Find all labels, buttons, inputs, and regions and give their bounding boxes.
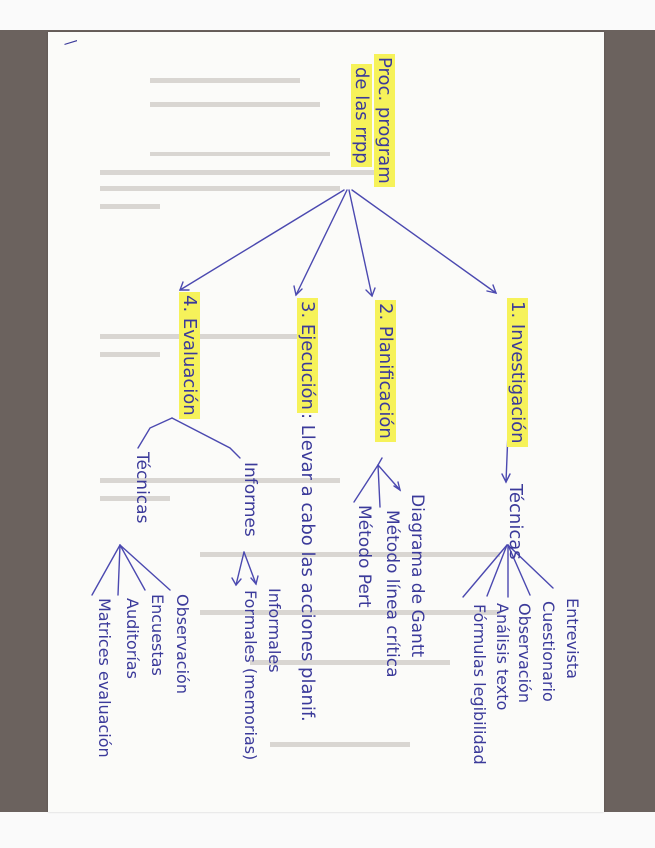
item-matrices-evaluacion: Matrices evaluación (95, 598, 114, 758)
edge-root-evaluacion (179, 189, 345, 291)
item-entrevista: Entrevista (563, 598, 582, 679)
arrowhead-gantt (393, 481, 402, 492)
edge-tec-cuestionario (507, 544, 531, 596)
edge-tec-analisis (486, 544, 508, 597)
arrowhead-investigacion (486, 284, 498, 294)
edge-evtec-encuestas (119, 544, 146, 591)
arrowhead-informales (250, 575, 259, 586)
edge-plan-pert (353, 464, 379, 503)
item-metodo-linea-critica: Método línea crítica (382, 510, 402, 678)
root-node-line-1: Proc. program (374, 54, 395, 187)
edge-informes-formales (235, 551, 245, 586)
edge-tec-formulas (462, 544, 508, 598)
edge-root-investigacion (351, 189, 497, 294)
arrowhead-evaluacion (178, 281, 190, 291)
arrowhead-ejecucion (293, 285, 303, 297)
branch-planificacion: 2. Planificación (375, 300, 396, 442)
item-informales: Informales (265, 588, 284, 673)
ejecucion-description: : Llevar a cabo las acciones planif. (297, 412, 318, 722)
edge-eval-tecnicas (137, 417, 173, 449)
branch-evaluacion: 4. Evaluación (179, 292, 200, 419)
item-auditorias: Auditorías (123, 598, 142, 679)
item-observacion: Observación (515, 603, 534, 703)
top-margin (0, 0, 655, 30)
edge-eval-informes (171, 417, 241, 459)
item-metodo-pert: Método Pert (354, 505, 374, 608)
evaluacion-informes: Informes (240, 462, 260, 537)
branch-investigacion: 1. Investigación (507, 298, 528, 447)
item-cuestionario: Cuestionario (539, 601, 558, 702)
edge-root-ejecucion (295, 189, 348, 296)
edge-tec-entrevista (507, 544, 554, 589)
evaluacion-tecnicas: Técnicas (132, 452, 152, 524)
item-diagrama-gantt: Diagrama de Gantt (407, 494, 427, 658)
edge-root-planificacion (348, 189, 373, 297)
edge-plan-metodo-lc (377, 464, 381, 508)
edge-plan-split (377, 457, 401, 491)
bottom-margin (0, 812, 655, 848)
arrowhead-planificacion (365, 287, 376, 298)
item-analisis-texto: Análisis texto (493, 603, 512, 711)
item-formulas-legibilidad: Fórmulas legibilidad (470, 604, 489, 765)
arrowhead-tecnicas-inv (501, 473, 511, 484)
root-node-line-2: de las rrpp (351, 64, 372, 167)
investigacion-tecnicas: Técnicas (505, 484, 526, 560)
edge-evtec-matrices (91, 544, 121, 596)
edge-evtec-auditorias (117, 544, 121, 596)
margin-mark: \ (62, 40, 80, 46)
item-encuestas: Encuestas (148, 594, 167, 676)
edge-informes-informales (243, 551, 257, 585)
item-formales-memorias: Formales (memorias) (241, 590, 260, 761)
edge-evtec-observacion (119, 544, 171, 591)
arrowhead-formales (231, 577, 242, 587)
branch-ejecucion: 3. Ejecución: Llevar a cabo las acciones… (297, 298, 318, 722)
item-observacion-eval: Observación (173, 594, 192, 694)
